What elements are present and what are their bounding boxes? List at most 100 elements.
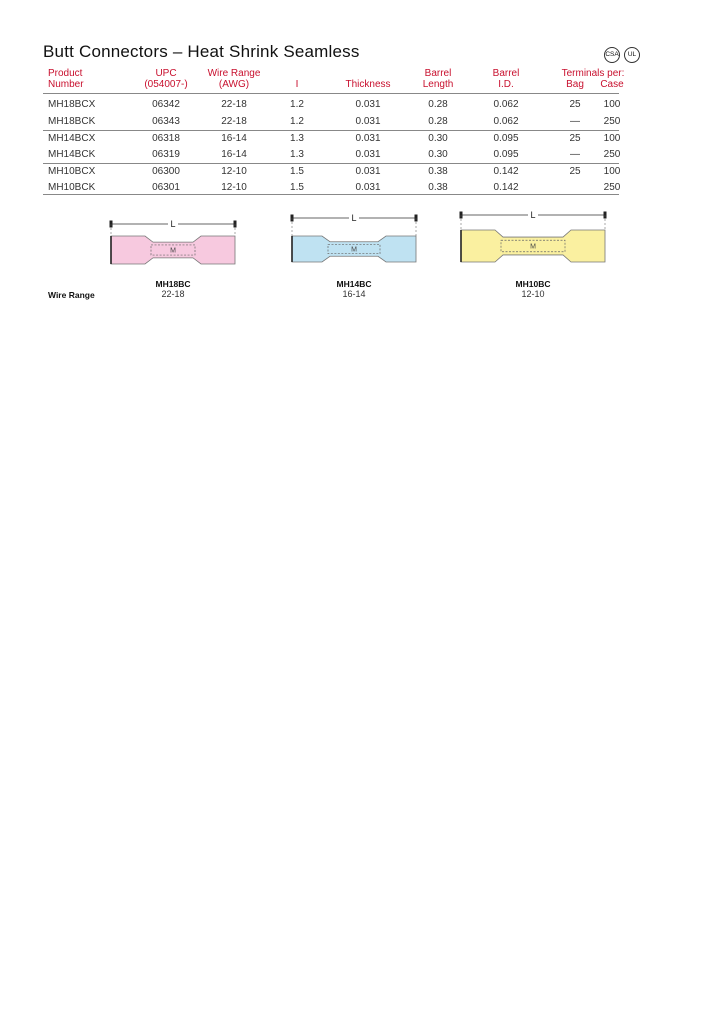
table-cell: 0.062 (493, 116, 519, 127)
table-cell: 1.2 (290, 99, 304, 110)
header-divider (43, 93, 619, 94)
center-label: M (351, 247, 357, 254)
table-cell: 12-10 (221, 166, 247, 177)
butt-connector-mh18bc: ML (109, 218, 237, 265)
header-thickness: Thickness (345, 79, 391, 90)
ul-mark-icon: UL (624, 47, 640, 63)
center-label: M (530, 244, 536, 251)
table-cell: 0.031 (355, 133, 381, 144)
table-cell: 0.095 (493, 149, 519, 160)
inner-barrel (327, 243, 381, 255)
table-cell: MH14BCK (48, 149, 96, 160)
wire-range-value: 16-14 (342, 289, 366, 299)
dimension-label: L (351, 213, 356, 223)
inner-barrel (150, 244, 196, 256)
table-cell: 06343 (152, 116, 180, 127)
butt-connector-mh10bc: ML (459, 209, 607, 263)
table-cell: 0.38 (428, 166, 448, 177)
page-title: Butt Connectors – Heat Shrink Seamless (43, 42, 360, 61)
header-i: I (295, 79, 299, 90)
table-bottom-rule (43, 194, 619, 195)
butt-connector-mh14bc: ML (290, 212, 418, 263)
table-cell: 22-18 (221, 116, 247, 127)
certification-marks: CSA UL (604, 47, 640, 63)
connector-body (110, 235, 236, 265)
table-cell: MH10BCK (48, 182, 96, 193)
table-cell: 22-18 (221, 99, 247, 110)
table-cell: 0.031 (355, 116, 381, 127)
group-divider (43, 163, 619, 164)
table-cell: 100 (603, 166, 621, 177)
wire-range-label: Wire Range (48, 290, 95, 300)
table-cell: 0.28 (428, 99, 448, 110)
table-row: MH10BCX 06300 12-10 1.5 0.031 0.38 0.142 25 100 (43, 164, 620, 180)
table-row: MH10BCK 06301 12-10 1.5 0.031 0.38 0.142 250 (43, 180, 620, 196)
header-wire-range: Wire Range(AWG) (207, 68, 261, 90)
table-cell: MH18BCX (48, 99, 96, 110)
table-cell: 0.095 (493, 133, 519, 144)
table-cell: 250 (603, 182, 621, 193)
table-cell: 0.142 (493, 166, 519, 177)
model-label: MH18BC (155, 279, 191, 289)
table-cell: — (570, 149, 580, 160)
dimension-label-bg (528, 209, 538, 219)
center-label: M (170, 248, 176, 255)
dimension-label-bg (168, 218, 178, 228)
table-cell: 25 (569, 99, 581, 110)
table-row: MH14BCX 06318 16-14 1.3 0.031 0.30 0.095 25 100 (43, 131, 620, 147)
table-cell: 12-10 (221, 182, 247, 193)
table-cell: 0.031 (355, 182, 381, 193)
table-cell: 250 (603, 149, 621, 160)
dimension-label-bg (349, 212, 359, 222)
connector-body (291, 235, 417, 263)
table-cell: 1.5 (290, 166, 304, 177)
table-cell: 16-14 (221, 149, 247, 160)
model-label: MH14BC (336, 279, 372, 289)
wire-range-value: 22-18 (161, 289, 185, 299)
model-label: MH10BC (515, 279, 551, 289)
inner-barrel (500, 239, 566, 253)
table-row: MH18BCX 06342 22-18 1.2 0.031 0.28 0.062 25 100 (43, 97, 620, 113)
table-cell: 0.062 (493, 99, 519, 110)
table-cell: MH18BCK (48, 116, 96, 127)
table-cell: 100 (603, 133, 621, 144)
table-cell: 1.3 (290, 133, 304, 144)
table-cell: 06342 (152, 99, 180, 110)
table-cell: 0.142 (493, 182, 519, 193)
dimension-label: L (170, 219, 175, 229)
table-cell: 1.2 (290, 116, 304, 127)
table-cell: 0.30 (428, 149, 448, 160)
table-cell: 0.28 (428, 116, 448, 127)
table-cell: 0.031 (355, 149, 381, 160)
table-cell: 0.031 (355, 99, 381, 110)
group-divider (43, 130, 619, 131)
table-cell: 16-14 (221, 133, 247, 144)
csa-mark-icon: CSA (604, 47, 620, 63)
table-cell: 25 (569, 166, 581, 177)
table-cell: 1.5 (290, 182, 304, 193)
table-cell: 100 (603, 99, 621, 110)
table-cell: 06300 (152, 166, 180, 177)
table-cell: MH14BCX (48, 133, 96, 144)
table-cell: 06301 (152, 182, 180, 193)
table-cell: 1.3 (290, 149, 304, 160)
table-cell: — (570, 116, 580, 127)
header-terminals-per: Terminals per: (561, 68, 625, 79)
connector-body (460, 229, 606, 263)
dimension-label: L (530, 210, 535, 220)
table-cell: MH10BCX (48, 166, 96, 177)
table-cell: 06318 (152, 133, 180, 144)
table-cell: 0.30 (428, 133, 448, 144)
header-upc: UPC(054007-) (144, 68, 188, 90)
wire-range-value: 12-10 (521, 289, 545, 299)
header-bag: Bag (566, 79, 584, 90)
table-cell: 0.38 (428, 182, 448, 193)
header-case: Case (600, 79, 624, 90)
table-cell: 0.031 (355, 166, 381, 177)
table-cell: 25 (569, 133, 581, 144)
